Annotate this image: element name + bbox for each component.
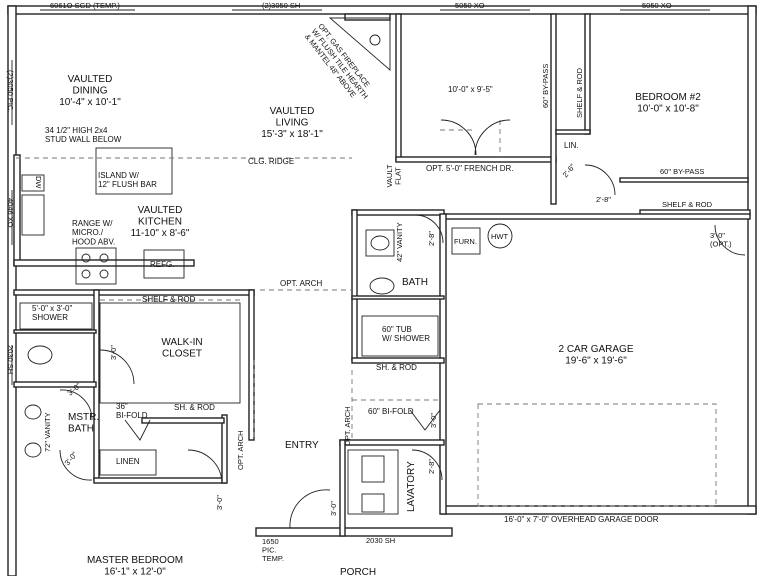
entry-label: ENTRY (285, 440, 319, 451)
bypass-label-2: 60" BY-PASS (660, 167, 704, 176)
hwt-label: HWT (491, 232, 508, 241)
door-dim-28a: 2'-8" (596, 195, 611, 204)
window-label-top-4: 5050 XO (642, 1, 672, 10)
overhead-door-label: 16'-0" x 7'-0" OVERHEAD GARAGE DOOR (504, 515, 659, 524)
door-dim-30a: 3'-0" (109, 345, 118, 360)
island-label: ISLAND W/12" FLUSH BAR (98, 171, 157, 189)
porch-label: PORCH (340, 567, 376, 576)
shelf-rod-bedroom2: SHELF & ROD (662, 200, 713, 209)
door-dim-28c: 2'-8" (427, 459, 436, 474)
bifold36-label: 36"BI-FOLD (116, 402, 148, 420)
door-dim-30c: 3'-0" (63, 450, 80, 467)
furnace-label: FURN. (454, 237, 477, 246)
fireplace-note: OPT. GAS FIREPLACEW/ FLUSH TILE HEARTH& … (303, 22, 377, 106)
shelf-rod-vertical: SHELF & ROD (575, 67, 584, 118)
shower-label: 5'-0" x 3'-0"SHOWER (32, 304, 72, 322)
vanity72-label: 72" VANITY (43, 412, 52, 452)
window-label-top-3: 5050 XO (455, 1, 485, 10)
linen-closet-label: LINEN (116, 457, 140, 466)
opt-arch-label-v1: OPT. ARCH (236, 430, 245, 470)
shelf-rod-top-label: SHELF & ROD (142, 295, 196, 304)
range-note: RANGE W/MICRO./HOOD ABV. (72, 219, 115, 246)
dashed-lines (16, 120, 501, 440)
refrigerator-label: REFG. (150, 260, 174, 269)
study-dimensions: 10'-0" x 9'-5" (448, 85, 493, 94)
master-bath-label: MSTR.BATH (68, 412, 99, 435)
opt-arch-label-v2: OPT. ARCH (343, 406, 352, 446)
door-dim-30e: 3'-0" (215, 495, 224, 510)
window-2030-label: 2030 SH (366, 536, 395, 545)
window-label-left-1: (2)3050 PIC. (6, 70, 15, 113)
vault-flat-label: VAULTFLAT (385, 164, 403, 187)
labels: 6061O SGD (TEMP.) (2)3050 SH 5050 XO 505… (6, 1, 732, 576)
door-dim-30f: 3'-0" (329, 501, 338, 516)
window-label-top-1: 6061O SGD (TEMP.) (50, 1, 120, 10)
shelf-rod-bath: SH. & ROD (376, 363, 417, 372)
shelf-rod-closet: SH. & ROD (174, 403, 215, 412)
lavatory-label: LAVATORY (406, 461, 417, 512)
bypass-label-1: 60" BY-PASS (541, 64, 550, 108)
linen-label: LIN. (564, 141, 579, 150)
bifold60-label: 60" BI-FOLD (368, 407, 414, 416)
door-swings (59, 119, 746, 529)
window-label-left-2: 4046 XO (6, 198, 15, 228)
dishwasher-label: DW (34, 176, 43, 189)
interior-walls (13, 13, 751, 537)
door-dim-30d: 3'-0" (429, 413, 438, 428)
door-dim-28b: 2'-8" (427, 231, 436, 246)
french-door-label: OPT. 5'-0" FRENCH DR. (426, 164, 514, 173)
vanity42-label: 42" VANITY (395, 222, 404, 262)
window-label-top-2: (2)3050 SH (262, 1, 300, 10)
ceiling-ridge-label: CLG. RIDGE (248, 157, 294, 166)
window-label-left-3: 2030 SH (6, 345, 15, 374)
bath-label: BATH (402, 277, 428, 288)
door-dim-26: 2'-6" (561, 162, 578, 179)
door-dim-30-opt: 3'-0"(OPT.) (710, 231, 732, 249)
opt-arch-label-h: OPT. ARCH (280, 279, 322, 288)
